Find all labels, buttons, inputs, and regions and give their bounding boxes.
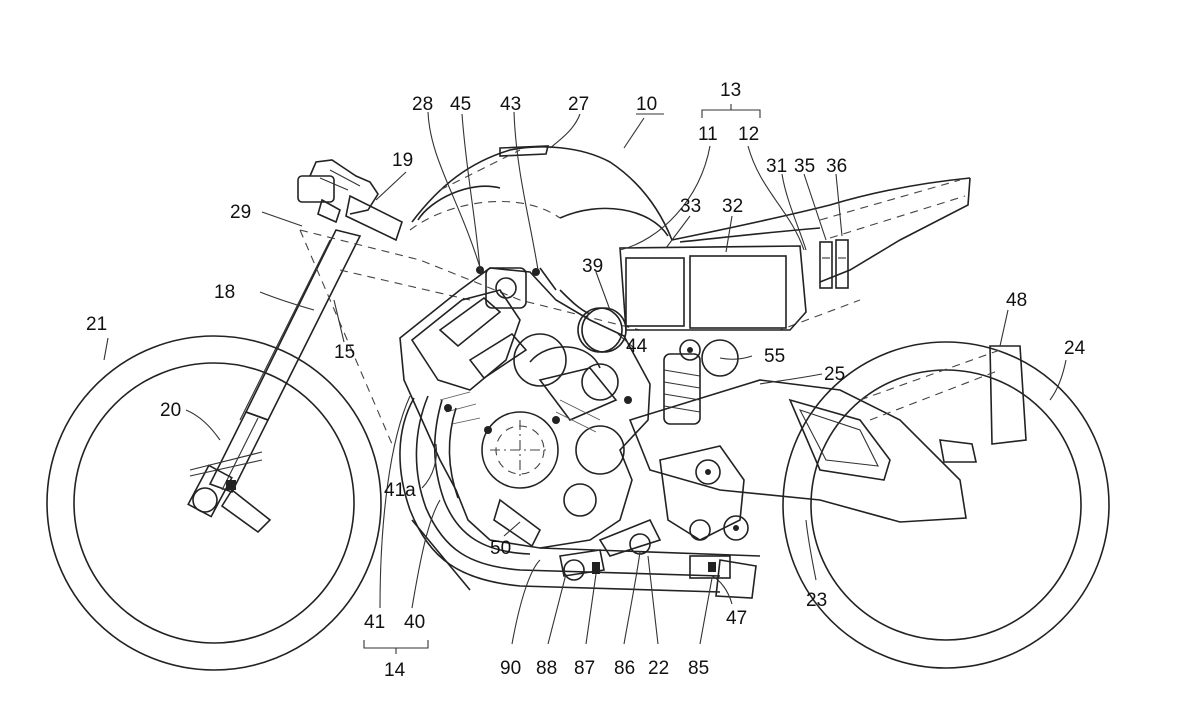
- label-19: 19: [392, 150, 413, 171]
- label-55: 55: [764, 346, 785, 367]
- label-21: 21: [86, 314, 107, 335]
- label-18: 18: [214, 282, 235, 303]
- label-28: 28: [412, 94, 433, 115]
- brace-13: [701, 104, 761, 118]
- label-41: 41: [364, 612, 385, 633]
- center-lines: [490, 420, 550, 480]
- label-85: 85: [688, 658, 709, 679]
- label-10: 10: [636, 94, 657, 115]
- front-fork: [187, 229, 362, 534]
- rear-shock: [663, 339, 739, 425]
- reference-labels: 10 11 12 13 14 15 18 19 20 21 22 23 24 2…: [86, 80, 1086, 681]
- label-24: 24: [1064, 338, 1086, 359]
- label-13: 13: [720, 80, 741, 101]
- leader-lines: [103, 111, 1067, 645]
- label-40: 40: [404, 612, 425, 633]
- label-47: 47: [726, 608, 747, 629]
- battery-box: [619, 239, 849, 331]
- exhaust: [399, 395, 761, 599]
- label-32: 32: [722, 196, 743, 217]
- front-wheel: [46, 335, 382, 671]
- label-88: 88: [536, 658, 557, 679]
- label-41a: 41a: [384, 480, 416, 501]
- label-14: 14: [384, 660, 406, 681]
- label-23: 23: [806, 590, 827, 611]
- label-48: 48: [1006, 290, 1027, 311]
- handlebar: [297, 159, 403, 242]
- rear-wheel: [782, 341, 1110, 669]
- label-90: 90: [500, 658, 521, 679]
- fuel-tank-body: [299, 145, 971, 445]
- label-87: 87: [574, 658, 595, 679]
- label-36: 36: [826, 156, 847, 177]
- label-39: 39: [582, 256, 603, 277]
- swingarm: [628, 379, 977, 523]
- label-20: 20: [160, 400, 181, 421]
- label-50: 50: [490, 538, 511, 559]
- label-27: 27: [568, 94, 589, 115]
- linkage: [559, 445, 749, 581]
- label-86: 86: [614, 658, 635, 679]
- brace-14: [363, 640, 429, 654]
- label-43: 43: [500, 94, 521, 115]
- label-25: 25: [824, 364, 845, 385]
- label-11: 11: [698, 124, 718, 145]
- label-44: 44: [626, 336, 648, 357]
- label-15: 15: [334, 342, 355, 363]
- label-29: 29: [230, 202, 251, 223]
- label-12: 12: [738, 124, 759, 145]
- label-33: 33: [680, 196, 701, 217]
- label-35: 35: [794, 156, 815, 177]
- tail-unit: [859, 345, 1027, 445]
- label-45: 45: [450, 94, 471, 115]
- intake: [539, 267, 627, 353]
- label-31: 31: [766, 156, 787, 177]
- label-22: 22: [648, 658, 669, 679]
